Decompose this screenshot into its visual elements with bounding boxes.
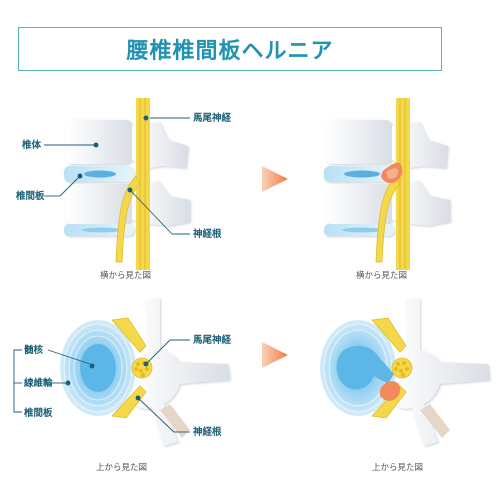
nerve-root-upper xyxy=(111,317,147,353)
label-nucleus: 髄核 xyxy=(24,344,44,356)
leader-lines xyxy=(13,115,190,433)
label-disc-side: 椎間板 xyxy=(15,190,45,202)
lower-vertebral-body xyxy=(66,184,132,224)
caption-top-right: 上から見た図 xyxy=(372,463,423,473)
label-cauda-equina-top: 馬尾神経 xyxy=(192,334,232,346)
top-view-normal xyxy=(60,298,230,446)
label-nerve-root-side: 神経根 xyxy=(193,228,222,240)
top-view-herniation xyxy=(320,298,490,446)
caption-top-left: 上から見た図 xyxy=(96,463,147,473)
disc-top xyxy=(60,320,136,416)
label-disc-top: 椎間板 xyxy=(23,407,53,419)
nucleus-herniated xyxy=(336,345,394,390)
nerve-root-lower xyxy=(111,385,147,419)
side-view-herniation xyxy=(324,98,450,270)
title-box: 腰椎椎間板ヘルニア xyxy=(18,27,442,71)
page-title: 腰椎椎間板ヘルニア xyxy=(126,39,334,64)
nerve-root-side xyxy=(115,175,141,263)
upper-vertebral-body xyxy=(66,120,132,164)
label-cauda-equina-side: 馬尾神経 xyxy=(192,112,232,124)
cauda-equina-side xyxy=(136,98,150,270)
label-vertebral-body: 椎体 xyxy=(21,139,42,151)
label-nerve-root-top: 神経根 xyxy=(193,426,222,438)
side-view-normal xyxy=(64,98,190,270)
side-spine xyxy=(64,120,190,236)
caption-side-left: 横から見た図 xyxy=(100,270,151,281)
vertebral-arch xyxy=(130,298,230,446)
label-annulus: 線維輪 xyxy=(24,377,53,389)
nucleus-side xyxy=(84,170,116,178)
caption-side-right: 横から見た図 xyxy=(356,270,407,281)
right-arrow-icon xyxy=(262,342,288,368)
nucleus-top xyxy=(80,344,116,392)
herniation-top xyxy=(379,381,401,401)
right-arrow-icon xyxy=(262,166,288,192)
